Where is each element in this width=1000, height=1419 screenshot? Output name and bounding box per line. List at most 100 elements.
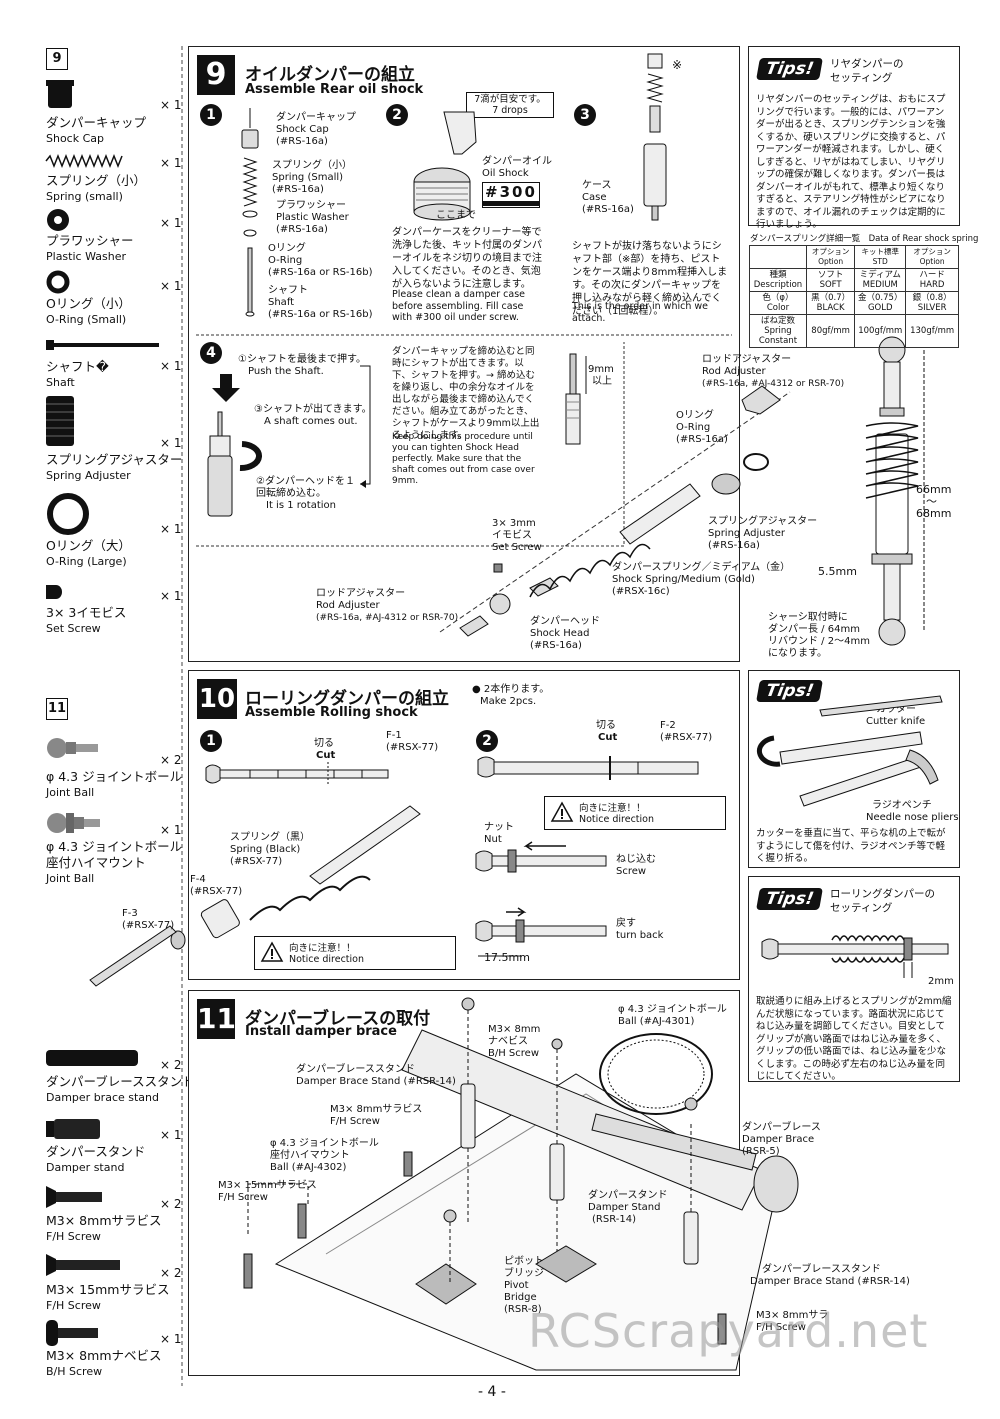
exp-rod2-jp: ロッドアジャスター [316, 588, 406, 599]
part-jp-o-ring-small: Oリング（小） [46, 296, 131, 311]
s10-f3-code: (#RSX-77) [122, 920, 175, 931]
step-10-note-0: ● 2本作ります。 [472, 684, 550, 695]
spring-table-cell: 黒（0.7） BLACK [805, 291, 856, 315]
exp-oring-en: O-Ring [676, 422, 711, 433]
s4-ijo: 以上 [592, 376, 612, 387]
exp-rod2-code: (#RS-16a, #AJ-4312 or RSR-70) [316, 613, 459, 623]
qty-shaft: × 1 [160, 359, 182, 373]
s11-jb-en: Ball (#AJ-4301) [618, 1016, 695, 1027]
notice-left-en: Notice direction [289, 954, 365, 965]
s1-shock-cap-code: (#RS-16a) [276, 136, 328, 147]
exp-rod-adj-code: (#RS-16a, #AJ-4312 or RSR-70) [702, 379, 845, 389]
exp-set-jp2: イモビス [492, 530, 532, 541]
rolling-damper-setting-drawing [761, 935, 949, 978]
s2-kokomade: ここまで [436, 210, 476, 221]
tips-1-badge: Tips! [756, 58, 824, 80]
tips-3-dim: 2mm [928, 976, 954, 987]
part-jp-fh-screw-15mm: M3× 15mmサラビス [46, 1282, 170, 1297]
s11-jb2-1: 座付ハイマウント [270, 1150, 350, 1161]
part-en-joint-ball-high-mount: Joint Ball [46, 872, 95, 885]
s11-dbs2-en: Damper Brace Stand (#RSR-14) [750, 1276, 910, 1287]
fh-screw-8mm-icon [46, 1186, 102, 1208]
shock-case-drawing [643, 53, 667, 221]
dim-66mm: 66mm [916, 483, 952, 496]
part-jp-o-ring-large: Oリング（大） [46, 538, 131, 553]
s10-spring-jp: スプリング（黒） [230, 832, 310, 843]
qty-shock-cap: × 1 [160, 98, 182, 112]
s10-cut2-jp: 切る [596, 720, 616, 731]
exp-head-code: (#RS-16a) [530, 640, 582, 651]
spring-table-h2: キット標準 STD [854, 245, 907, 269]
spring-adjuster-icon [46, 396, 74, 446]
s11-ds-en: Damper Stand [588, 1202, 661, 1213]
s11-pivot-2: Pivot [504, 1280, 529, 1291]
s10-nut-en: Nut [484, 834, 502, 845]
s11-m3fh8-en: F/H Screw [330, 1116, 380, 1127]
part-en-damper-stand: Damper stand [46, 1161, 125, 1174]
step-10-sub-2-badge: 2 [476, 730, 498, 752]
s10-f2-code: (#RSX-77) [660, 732, 713, 743]
s11-m3bh-2: B/H Screw [488, 1048, 539, 1059]
s11-m3fh8b-jp: M3× 8mmサラ [756, 1310, 829, 1321]
s2-drops-bubble: 7滴が目安です。 7 drops [466, 92, 554, 118]
spring-table-row: 色（φ） Color 黒（0.7） BLACK 金（0.75） GOLD 銀（0… [749, 291, 959, 315]
exp-set-jp: 3× 3mm [492, 518, 536, 529]
qty-joint-ball: × 2 [160, 753, 182, 767]
oil-fill-drawing [413, 111, 477, 221]
notice-direction-box-left: 向きに注意！！ Notice direction [254, 936, 456, 970]
spring-table-row: ばね定数 Spring Constant 80gf/mm 100gf/mm 13… [749, 314, 959, 348]
spring-table-cell: ソフト SOFT [805, 268, 856, 292]
qty-damper-brace-stand: × 2 [160, 1058, 182, 1072]
part-jp2-joint-ball-high-mount: 座付ハイマウント [46, 855, 146, 870]
tips-rolling-damper-panel [748, 876, 960, 1082]
tips-2-pliers-en: Needle nose pliers [866, 812, 959, 823]
s3-mark: ※ [672, 58, 683, 72]
o-ring-large-icon [47, 493, 89, 535]
qty-set-screw: × 1 [160, 589, 182, 603]
s11-pivot-3: Bridge [504, 1292, 537, 1303]
plastic-washer-icon [47, 209, 69, 231]
s3-case-en: Case [582, 192, 607, 203]
s4-rotate-jp: ②ダンパーヘッドを１回転締め込む。 [256, 476, 355, 499]
qty-o-ring-large: × 1 [160, 522, 182, 536]
part-en-shaft: Shaft [46, 376, 75, 389]
s11-brace-code: (RSR-5) [742, 1146, 780, 1157]
spring-small-icon [45, 153, 123, 169]
step-10-panel [188, 670, 740, 980]
shock-exploded-parts-drawing [241, 108, 259, 317]
chassis-brace-install-drawing [243, 997, 799, 1371]
s1-oring-jp: Oリング [268, 243, 306, 254]
notice-left-jp: 向きに注意！！ [289, 943, 356, 954]
part-jp-set-screw: 3× 3イモビス [46, 605, 127, 620]
qty-fh-screw-8mm: × 2 [160, 1197, 182, 1211]
bh-screw-8mm-icon [46, 1320, 98, 1346]
set-screw-icon [46, 585, 62, 599]
nut-screw-drawing [475, 841, 607, 957]
step-11-number: 11 [197, 999, 236, 1039]
part-jp-damper-brace-stand: ダンパーブレーススタンド [46, 1074, 195, 1089]
part-en-spring-adjuster: Spring Adjuster [46, 469, 131, 482]
tips-1-title-1: セッティング [830, 72, 893, 84]
s4-9mm-drawing [565, 353, 587, 445]
s11-m3bh-1: ナベビス [488, 1036, 528, 1047]
exp-oring-code: (#RS-16a) [676, 434, 728, 445]
part-jp-bh-screw-8mm: M3× 8mmナベビス [46, 1348, 162, 1363]
spring-table-cell: ばね定数 Spring Constant [749, 314, 807, 348]
s10-turn-jp: 戻す [616, 918, 636, 929]
exp-spadj-en: Spring Adjuster [708, 528, 785, 539]
s4-9mm: 9mm [588, 364, 614, 375]
step-11-title-en: Install damper brace [245, 1024, 397, 1039]
s10-f4-code: (#RSX-77) [190, 886, 243, 897]
warning-icon [260, 941, 284, 962]
s10-spring-en: Spring (Black) [230, 844, 301, 855]
spring-table-title: ダンパースプリング詳細一覧 Data of Rear shock spring [750, 234, 979, 244]
s11-ds-code: (RSR-14) [592, 1214, 636, 1225]
s10-cut2-en: Cut [598, 732, 618, 743]
substep-2-badge: 2 [386, 104, 408, 126]
s1-oring-en: O-Ring [268, 255, 303, 266]
step-10-note-1: Make 2pcs. [480, 696, 537, 707]
tips-2-pliers-jp: ラジオペンチ [872, 800, 932, 811]
part-jp-shaft: シャフト� [46, 359, 109, 374]
dim-tilde: 〜 [926, 495, 937, 508]
s11-pivot-4: (RSR-8) [504, 1304, 542, 1315]
